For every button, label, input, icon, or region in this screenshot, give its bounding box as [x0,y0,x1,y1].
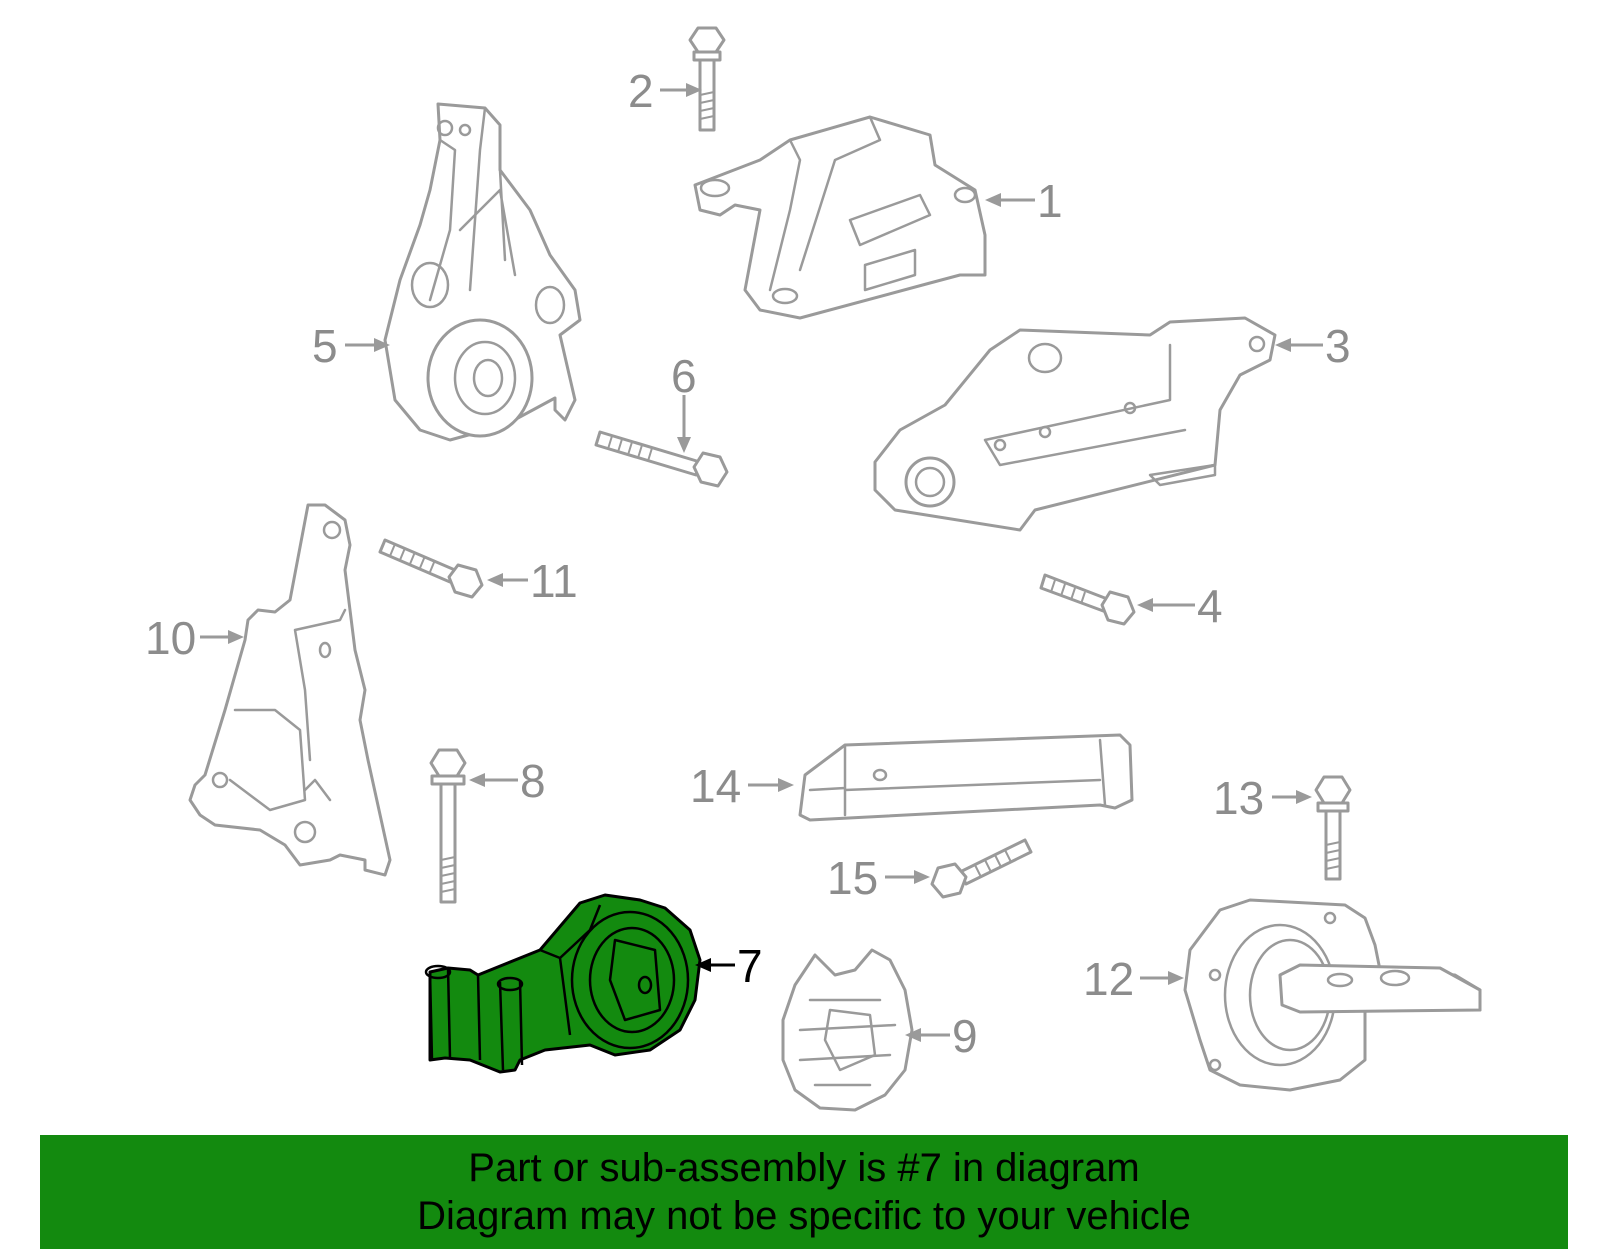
arrowhead-2 [686,83,702,97]
part-9-shield[interactable] [781,948,914,1112]
callout-4: 4 [1197,580,1223,632]
banner-line-2: Diagram may not be specific to your vehi… [417,1194,1191,1238]
part-3-bracket[interactable] [873,316,1277,532]
arrowhead-14 [778,778,794,792]
part-13-bolt[interactable] [1314,775,1352,881]
part-15-bolt[interactable] [930,838,1033,899]
arrowhead-4 [1137,598,1153,612]
part-11-bolt[interactable] [378,538,484,599]
arrowhead-12 [1168,971,1184,985]
part-7-mount-highlighted[interactable] [424,893,702,1074]
callout-10: 10 [145,612,196,664]
callout-15: 15 [827,852,878,904]
banner-line-1: Part or sub-assembly is #7 in diagram [468,1146,1140,1190]
arrowhead-9 [905,1028,921,1042]
callout-11: 11 [530,555,578,607]
part-4-bolt[interactable] [1039,573,1136,626]
part-6-bolt[interactable] [594,430,729,488]
callout-7: 7 [737,940,763,992]
callout-9: 9 [952,1010,978,1062]
arrowhead-3 [1275,338,1291,352]
arrowhead-8 [469,773,485,787]
callout-3: 3 [1325,320,1351,372]
callout-2: 2 [628,65,654,117]
callout-arrows [200,83,1323,1042]
arrowhead-15 [914,870,930,884]
part-12-mount[interactable] [1183,898,1482,1092]
part-14-bracket[interactable] [798,733,1134,822]
callout-6: 6 [671,350,697,402]
arrowhead-5 [374,338,390,352]
part-2-bolt[interactable] [688,26,726,132]
callout-14: 14 [690,760,741,812]
callout-12: 12 [1083,953,1134,1005]
arrowhead-1 [985,193,1001,207]
callout-8: 8 [520,755,546,807]
callout-numbers: 1 2 3 4 5 6 7 8 9 10 11 12 13 14 15 [145,65,1351,1062]
callout-13: 13 [1213,772,1264,824]
arrowhead-7 [695,958,711,972]
part-10-bracket[interactable] [188,503,392,877]
arrowhead-11 [487,573,503,587]
callout-1: 1 [1037,175,1063,227]
part-1-mount[interactable] [693,115,987,320]
part-5-bracket[interactable] [383,102,582,442]
part-8-bolt[interactable] [429,748,467,904]
arrowhead-10 [228,630,244,644]
info-banner: Part or sub-assembly is #7 in diagram Di… [40,1135,1568,1249]
callout-5: 5 [312,320,338,372]
arrowhead-13 [1296,790,1312,804]
arrowhead-6 [677,437,691,453]
